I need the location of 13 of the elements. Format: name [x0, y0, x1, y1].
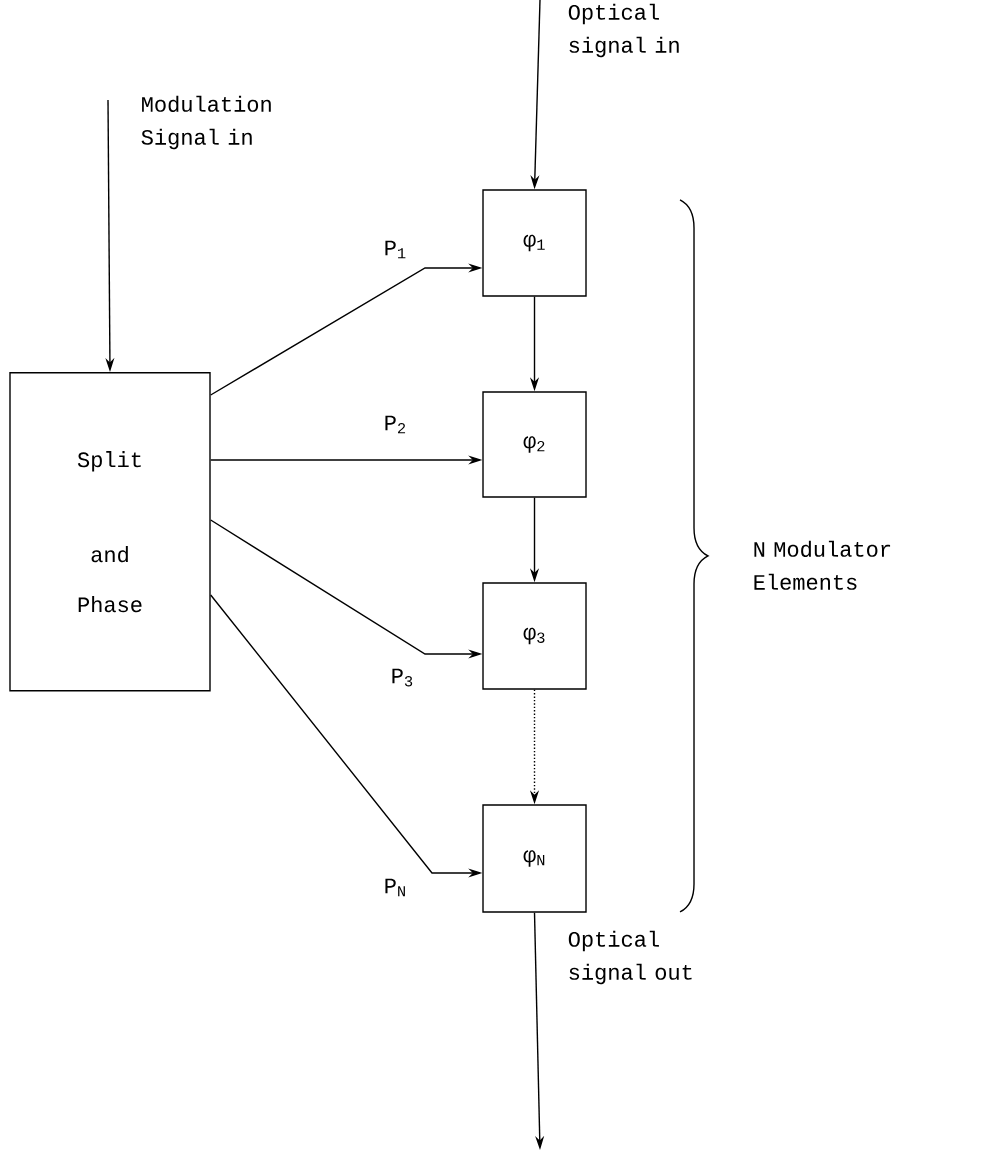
edge-label: P$_{N}$ [385, 878, 405, 897]
edge-label: P$_{1}$ [385, 240, 406, 259]
edge-label: Optical signal out [568, 930, 692, 985]
modulator-box: φ$_{1}$ [482, 189, 587, 297]
modulator-box: φ$_{3}$ [482, 582, 587, 690]
edge-label: Optical signal in [568, 3, 679, 58]
edge-label: Modulation Signal in [141, 95, 271, 150]
modulator-box: φ$_{2}$ [482, 391, 587, 498]
brace-label: N Modulator Elements [754, 540, 891, 590]
edge-label: P$_{3}$ [392, 668, 413, 687]
edge-label: P$_{2}$ [385, 415, 406, 434]
modulator-box: φ$_{N}$ [482, 804, 587, 913]
split-phase-box: Split and Phase [9, 372, 211, 692]
